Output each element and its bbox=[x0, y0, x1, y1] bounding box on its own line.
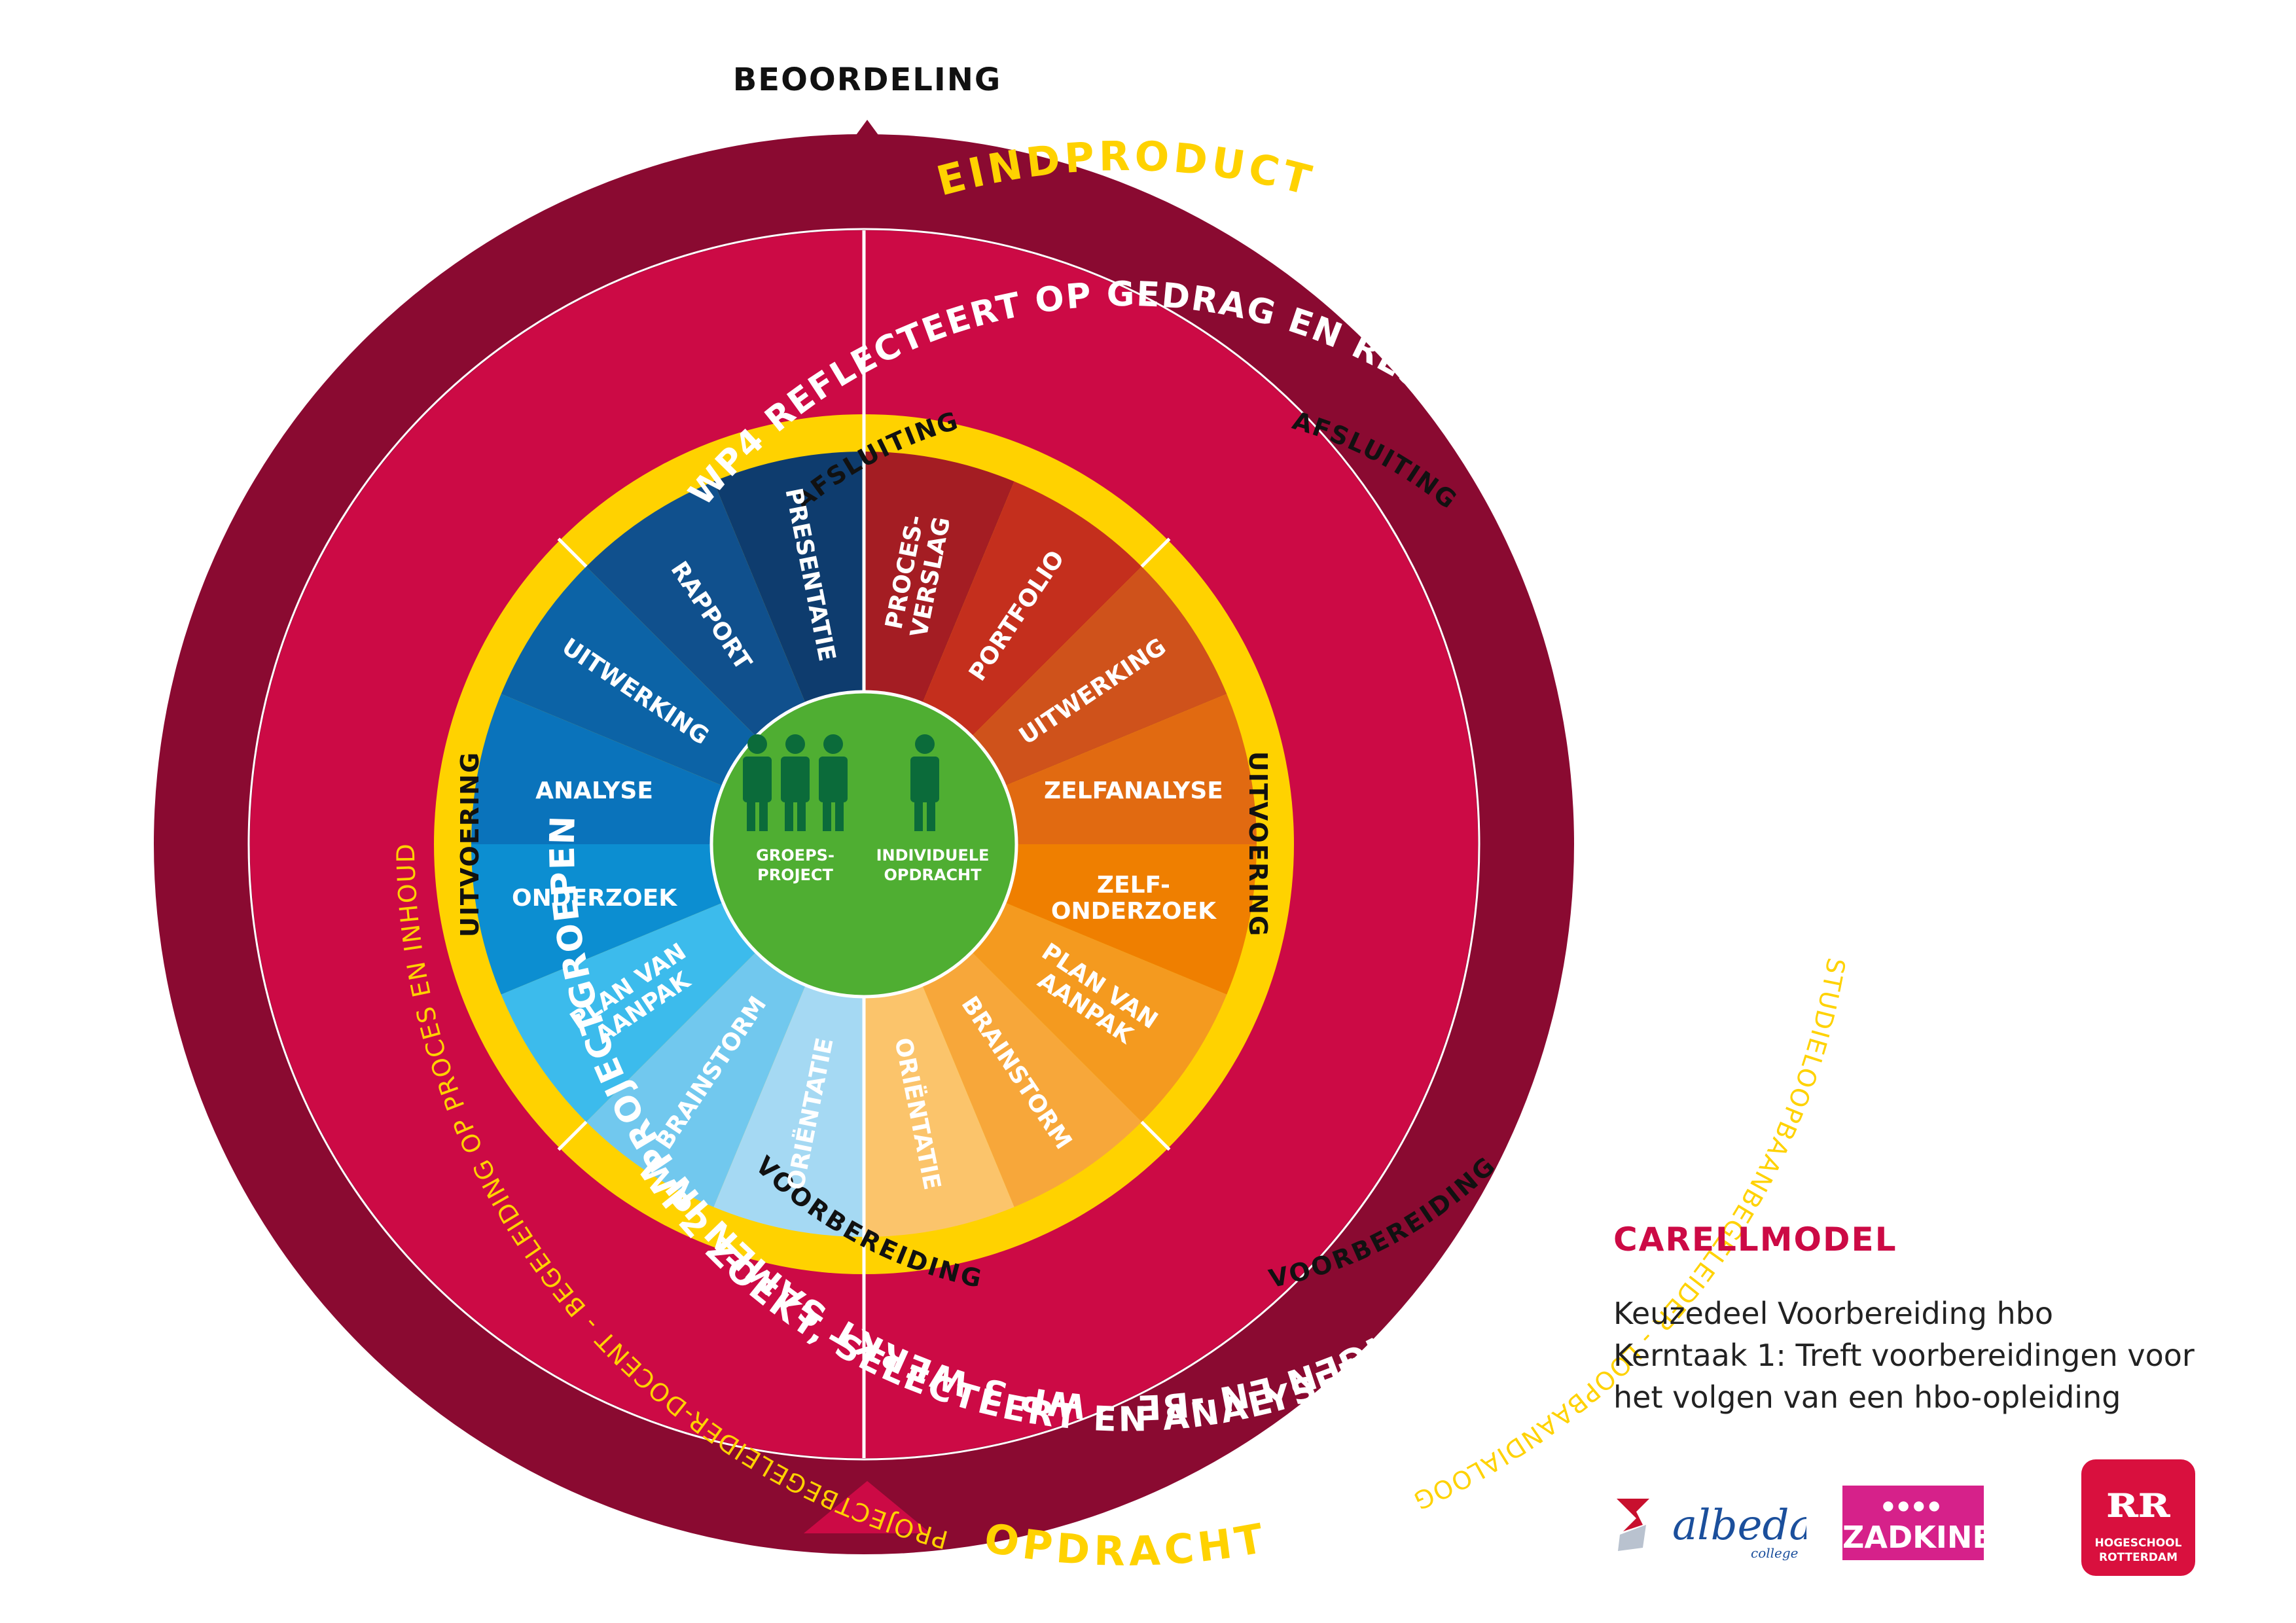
right-segment-6 bbox=[922, 952, 1142, 1207]
zadkine-logo: ●●●● ZADKINE bbox=[1842, 1486, 1993, 1560]
right-segment-3 bbox=[1005, 694, 1257, 844]
subtitle-line-2: Kerntaak 1: Treft voorbereidingen voor bbox=[1613, 1338, 2195, 1373]
phase-divider-1 bbox=[1140, 1120, 1171, 1151]
subtitle-line-1: Keuzedeel Voorbereiding hbo bbox=[1613, 1296, 2054, 1331]
individual-person-icon bbox=[910, 734, 939, 831]
phase-divider-3 bbox=[557, 1120, 588, 1151]
right-segment-2 bbox=[971, 566, 1227, 786]
subtitle-line-3: het volgen van een hbo-opleiding bbox=[1613, 1380, 2121, 1415]
left-segment-label-3: ANALYSE bbox=[535, 777, 653, 804]
phase-divider-0 bbox=[1140, 537, 1171, 568]
hr-line-1: HOGESCHOOL bbox=[2094, 1537, 2182, 1550]
hogeschool-rotterdam-logo: ʀʀ HOGESCHOOL ROTTERDAM bbox=[2081, 1459, 2195, 1576]
right-segment-label-4: ZELF-ONDERZOEK bbox=[1051, 872, 1217, 925]
left-segments bbox=[471, 452, 864, 1237]
right-segment-5 bbox=[971, 902, 1227, 1122]
left-segment-2 bbox=[501, 566, 757, 786]
phase-divider-2 bbox=[557, 537, 588, 568]
left-segment-4 bbox=[471, 844, 723, 995]
center-left-line: GROEPS- bbox=[756, 846, 834, 865]
right-segment-label-3: ZELFANALYSE bbox=[1044, 777, 1223, 804]
albeda-sub: college bbox=[1751, 1545, 1799, 1561]
partner-logos: albeda college ●●●● ZADKINE ʀʀ HOGESCHOO… bbox=[1610, 1459, 2265, 1590]
model-title: CARELLMODEL bbox=[1613, 1221, 1897, 1258]
left-segment-3 bbox=[471, 694, 723, 844]
albeda-logo: albeda college bbox=[1617, 1499, 1806, 1561]
group-people-icon bbox=[743, 734, 848, 831]
zadkine-name: ZADKINE bbox=[1842, 1520, 1993, 1555]
albeda-name: albeda bbox=[1672, 1501, 1806, 1550]
hr-mark-icon: ʀʀ bbox=[2106, 1474, 2170, 1528]
left-segment-0 bbox=[713, 452, 864, 704]
phase-dividers bbox=[557, 537, 1171, 1151]
svg-text:OPDRACHT: OPDRACHT bbox=[981, 1513, 1271, 1575]
bottom-pointer bbox=[804, 1481, 931, 1533]
left-segment-7 bbox=[713, 985, 864, 1237]
right-segment-1 bbox=[922, 481, 1142, 737]
left-segment-label-4: ONDERZOEK bbox=[512, 885, 677, 912]
outer-bottom-label: OPDRACHT bbox=[981, 1513, 1267, 1575]
outer-ring-line bbox=[247, 228, 1480, 1461]
beoordeling-label: BEOORDELING bbox=[733, 62, 1002, 98]
right-segment-7 bbox=[864, 985, 1014, 1237]
right-segment-4 bbox=[1005, 844, 1257, 995]
center-left-label: GROEPS-PROJECT bbox=[756, 846, 834, 884]
side-panel: CARELLMODEL Keuzedeel Voorbereiding hbo … bbox=[1613, 1221, 2268, 1418]
left-segment-5 bbox=[501, 902, 757, 1122]
right-segment-0 bbox=[864, 452, 1014, 704]
left-segment-6 bbox=[586, 952, 806, 1207]
left-segment-1 bbox=[586, 481, 806, 737]
phase-right-mid-label: UITVOERING bbox=[1244, 751, 1272, 937]
phase-left-mid-label: UITVOERING bbox=[456, 751, 484, 937]
right-segments bbox=[864, 452, 1257, 1237]
hr-line-2: ROTTERDAM bbox=[2098, 1551, 2178, 1564]
